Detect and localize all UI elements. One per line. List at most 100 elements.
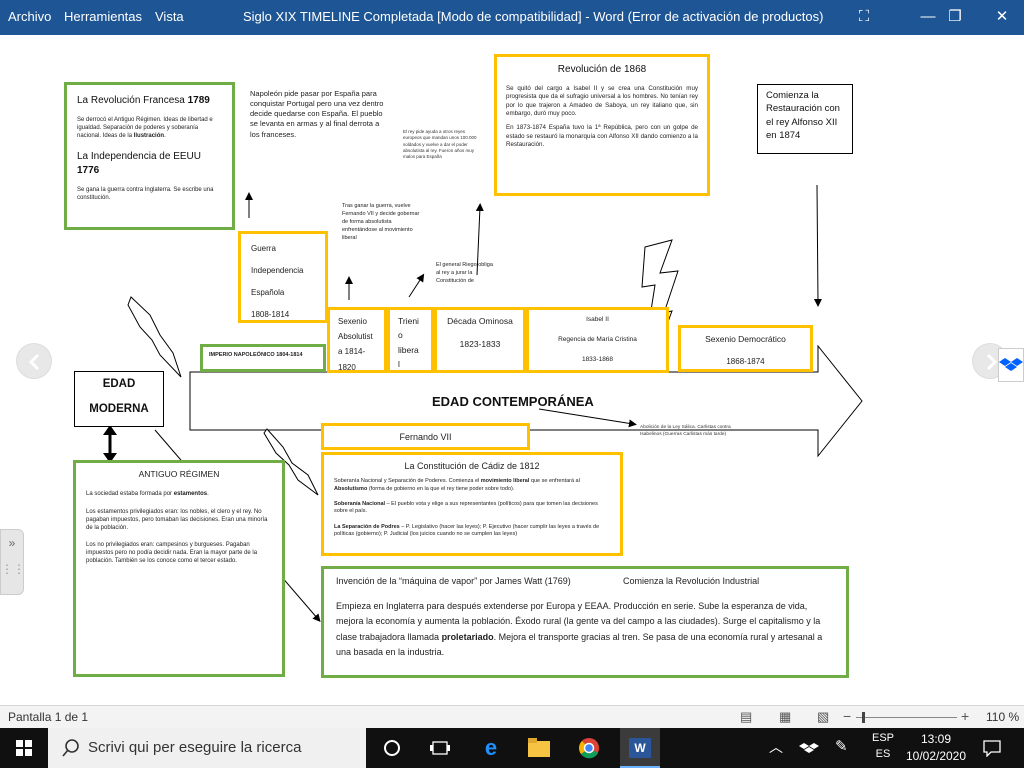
edad-moderna-box: EDAD MODERNA	[74, 371, 164, 427]
trienio-3: libera	[398, 344, 419, 355]
minimize-icon[interactable]: —	[920, 8, 936, 25]
edge-icon[interactable]: e	[484, 735, 498, 760]
edad-moderna-1: EDAD	[102, 378, 136, 390]
zoom-out-button[interactable]: −	[843, 708, 852, 724]
chevron-right-icon	[986, 353, 998, 371]
lightning-bolt-left	[127, 296, 182, 378]
rev1868-p2: En 1873-1874 España tuvo la 1ª República…	[506, 124, 698, 149]
zoom-level[interactable]: 110 %	[986, 710, 1020, 724]
prev-page-button[interactable]	[16, 343, 52, 379]
industrial-t2: Comienza la Revolución Industrial	[623, 576, 760, 586]
industrial-t1: Invención de la “máquina de vapor” por J…	[336, 576, 571, 586]
revfr-title: La Revolución Francesa	[77, 95, 188, 106]
sexdem-title: Sexenio Democrático	[705, 334, 786, 344]
guerra-line-2: Independencia	[251, 266, 304, 275]
notification-icon[interactable]	[983, 739, 1001, 757]
sexenio-absolutista-box: Sexenio Absolutist a 1814- 1820	[327, 307, 387, 373]
eeuu-text: Se gana la guerra contra Inglaterra. Se …	[77, 187, 214, 202]
revfr-text: Se derrocó el Antiguo Régimen. Ideas de …	[77, 117, 213, 140]
eeuu-title: La Independencia de EEUU	[77, 151, 201, 163]
clock-date: 10/02/2020	[905, 749, 967, 763]
restauracion-box: Comienza la Restauración con el rey Alfo…	[757, 84, 853, 154]
decada-years: 1823-1833	[459, 339, 501, 350]
word-taskbar-button[interactable]: W	[620, 728, 660, 768]
restauracion-text: Comienza la Restauración con el rey Alfo…	[766, 90, 840, 141]
cortana-icon[interactable]	[383, 739, 401, 757]
arrow-trienio-up	[408, 273, 425, 298]
riego-text: El general Riego obliga al rey a jurar l…	[436, 262, 493, 284]
fit-window-icon[interactable]: ⛶	[858, 8, 870, 25]
dropbox-tray-icon[interactable]	[799, 739, 819, 757]
cadiz-p3b: – P. Legislativo (hacer las leyes); P. E…	[334, 523, 600, 538]
lang-esp: ESP	[872, 732, 895, 744]
task-view-icon[interactable]	[430, 739, 450, 757]
arrow-restauracion-down	[813, 184, 822, 307]
revolucion-francesa-box: La Revolución Francesa 1789 Se derrocó e…	[64, 82, 235, 230]
revolucion-1868-box: Revolución de 1868 Se quitó del cargo a …	[494, 54, 710, 196]
sexdem-years: 1868-1874	[726, 357, 765, 367]
word-icon: W	[629, 738, 651, 758]
isabel-l3: 1833-1868	[581, 355, 614, 363]
side-panel-toggle[interactable]: » ⋮⋮	[0, 529, 25, 595]
clock-time: 13:09	[920, 732, 952, 746]
pen-icon[interactable]: ✎	[835, 738, 848, 755]
edad-contemporanea-label: EDAD CONTEMPORÁNEA	[432, 394, 594, 409]
guerra-line-1: Guerra	[251, 244, 276, 253]
cadiz-p2a: Soberanía Nacional	[334, 500, 386, 507]
menu-herramientas[interactable]: Herramientas	[64, 9, 143, 24]
constitucion-cadiz-box: La Constitución de Cádiz de 1812 Soberan…	[321, 452, 623, 556]
fernando-text: Fernando VII	[399, 432, 452, 442]
windows-taskbar: Scrivi qui per eseguire la ricerca e W ︿…	[0, 728, 1024, 768]
sexabs-4: 1820	[338, 362, 356, 372]
print-layout-icon[interactable]: ▦	[779, 709, 792, 724]
chevron-left-icon	[28, 353, 40, 371]
guerra-line-4: 1808-1814	[251, 310, 290, 319]
web-layout-icon[interactable]: ▧	[817, 709, 830, 724]
arrow-ley-salica	[538, 408, 637, 428]
window-title: Siglo XIX TIMELINE Completada [Modo de c…	[243, 9, 824, 24]
lang-es: ES	[875, 748, 891, 760]
status-bar: Pantalla 1 de 1 ▤ ▦ ▧ − + 110 %	[0, 705, 1024, 728]
imperio-text: IMPERIO NAPOLEÓNICO 1804-1814	[209, 352, 303, 358]
guerra-line-3: Española	[251, 288, 285, 297]
taskbar-search[interactable]: Scrivi qui per eseguire la ricerca	[48, 728, 366, 768]
antiguo-p1b: estamentos	[173, 491, 208, 498]
industrial-pa: Empieza en Inglaterra para después exten…	[336, 601, 821, 642]
zoom-in-button[interactable]: +	[961, 708, 970, 724]
grid-dots-icon: ⋮⋮	[1, 562, 25, 576]
windows-start-icon[interactable]	[16, 740, 32, 756]
decada-title: Década Ominosa	[447, 316, 513, 326]
file-explorer-icon[interactable]	[528, 738, 550, 758]
search-placeholder: Scrivi qui per eseguire la ricerca	[88, 739, 302, 756]
antiguo-p1c: .	[207, 491, 209, 498]
menu-archivo[interactable]: Archivo	[8, 9, 52, 24]
close-icon[interactable]: ✕	[995, 8, 1009, 25]
cadiz-p1b: movimiento liberal	[480, 478, 530, 485]
zoom-slider-thumb[interactable]	[862, 712, 865, 723]
menu-vista[interactable]: Vista	[155, 9, 184, 24]
chevron-up-icon[interactable]: ︿	[769, 739, 783, 755]
chrome-icon[interactable]	[578, 737, 600, 759]
search-icon	[62, 739, 79, 757]
decada-ominosa-box: Década Ominosa 1823-1833	[434, 307, 526, 373]
revfr-year: 1789	[187, 95, 210, 106]
trienio-4: l	[398, 359, 400, 370]
antiguo-regimen-box: ANTIGUO RÉGIMEN La sociedad estaba forma…	[73, 460, 285, 677]
zoom-slider[interactable]	[856, 717, 957, 718]
sexabs-3: a 1814-	[338, 347, 366, 357]
language-indicator[interactable]: ESP ES	[872, 732, 894, 760]
double-chevron-icon: »	[8, 536, 16, 550]
tras-ganar-text: Tras ganar la guerra, vuelve Fernando VI…	[342, 203, 420, 241]
rev1868-title: Revolución de 1868	[557, 64, 647, 75]
dropbox-widget[interactable]	[998, 348, 1024, 382]
title-bar: Archivo Herramientas Vista Siglo XIX TIM…	[0, 0, 1024, 35]
ley-salica-text: Abolición de la Ley Sálica. Carlistas co…	[640, 425, 731, 437]
antiguo-p1a: La sociedad estaba formada por	[86, 491, 174, 498]
read-mode-icon[interactable]: ▤	[740, 709, 753, 724]
sexabs-2: Absolutist	[338, 332, 373, 342]
restore-icon[interactable]: ❐	[948, 8, 962, 25]
dropbox-icon	[999, 358, 1023, 371]
rev1868-p1: Se quitó del cargo a Isabel II y se crea…	[506, 85, 698, 118]
page-indicator: Pantalla 1 de 1	[8, 710, 89, 724]
clock[interactable]: 13:09 10/02/2020	[905, 732, 967, 763]
